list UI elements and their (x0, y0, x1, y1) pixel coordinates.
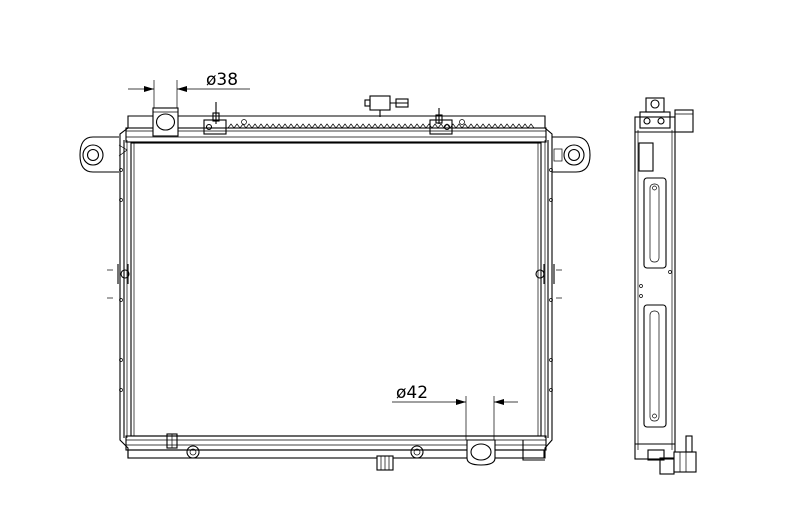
front-view (79, 95, 591, 471)
left-mounting-bracket (79, 136, 128, 173)
dimension-bottom-outlet-label: ø42 (396, 383, 428, 403)
bottom-drain-plug (376, 455, 394, 471)
radiator-core (130, 142, 542, 437)
top-clip-right (241, 108, 465, 135)
top-inlet-pipe (152, 107, 179, 137)
left-mid-pin (117, 264, 130, 284)
top-tank (125, 123, 547, 143)
side-top-cap (639, 97, 671, 129)
dimension-bottom-outlet: ø42 (392, 383, 518, 440)
dimension-top-inlet: ø38 (128, 70, 250, 108)
side-frame (634, 116, 676, 460)
top-clip-left (203, 102, 227, 135)
side-inlet-pipe (674, 109, 694, 133)
bottom-right-bracket (522, 440, 545, 461)
bottom-bolt-left (186, 445, 200, 459)
right-mid-pin (535, 264, 555, 284)
side-slot-lower (643, 304, 667, 428)
right-side-rail (544, 140, 562, 438)
dimension-top-inlet-label: ø38 (206, 70, 238, 90)
bottom-bolt-right (410, 445, 424, 459)
top-sensor-plug (364, 95, 409, 117)
side-slot-upper (643, 177, 667, 269)
left-side-rail (107, 140, 128, 438)
side-bottom-fitting (647, 435, 697, 475)
front-frame-outline (119, 115, 553, 459)
bottom-drain-fitting (166, 433, 178, 449)
right-mounting-bracket (552, 136, 591, 173)
side-label-plate (638, 142, 654, 172)
bottom-outlet-pipe (466, 439, 496, 466)
side-view (634, 97, 697, 475)
